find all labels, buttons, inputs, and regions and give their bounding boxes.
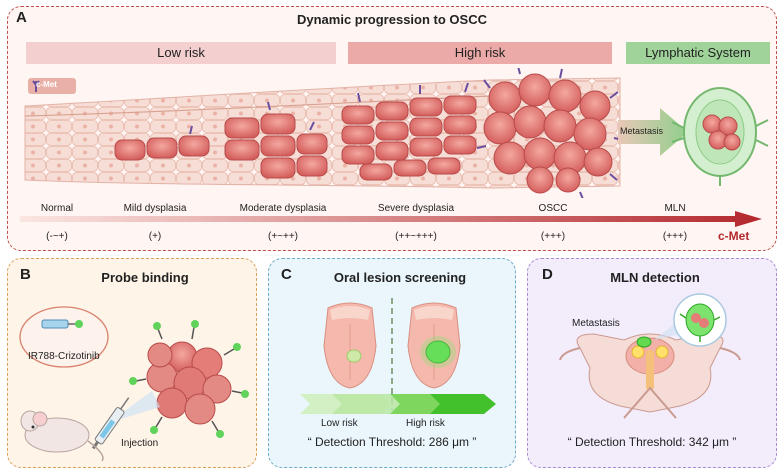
panel-d-title: MLN detection: [610, 270, 700, 285]
oral-screening-illustration: [300, 298, 496, 414]
cmet-arrow-label: c-Met: [718, 229, 750, 243]
cmet-level: (+~++): [267, 231, 299, 242]
high-risk-label: High risk: [406, 418, 445, 429]
cmet-level: (++~+++): [395, 231, 437, 242]
cmet-level: (+++): [662, 231, 688, 242]
stage-label: MLN: [664, 203, 686, 214]
panel-b-letter: B: [20, 266, 31, 283]
cmet-level: (+): [148, 231, 162, 242]
metastasis-label-a: Metastasis: [620, 126, 664, 136]
low-risk-label: Low risk: [321, 418, 358, 429]
panel-d-letter: D: [542, 266, 553, 283]
tumor-cluster-icon: [146, 341, 232, 425]
stage-label: Moderate dysplasia: [239, 203, 327, 214]
stage-label: OSCC: [538, 203, 568, 214]
mln-detection-illustration: [559, 293, 741, 419]
high-risk-band: High risk: [348, 42, 612, 64]
panel-c-letter: C: [281, 266, 292, 283]
cmet-expression-arrow: [20, 211, 762, 227]
lymph-node-zoom-icon: [673, 293, 727, 347]
metastasis-arrow: [618, 108, 688, 156]
stage-label: Mild dysplasia: [123, 203, 187, 214]
detection-threshold-c: “ Detection Threshold: 286 μm ”: [307, 435, 477, 449]
panel-a-letter: A: [16, 9, 27, 26]
cmet-receptor-icon: [32, 80, 40, 92]
risk-chevron-arrows: [300, 394, 496, 414]
cmet-legend-label: c-Met: [36, 80, 57, 89]
mouse-dissected-icon: [559, 333, 741, 419]
injection-label: Injection: [121, 438, 159, 449]
syringe-icon: [91, 397, 130, 450]
lymphatic-system-band: Lymphatic System: [626, 42, 770, 64]
probe-label: IR788-Crizotinib: [28, 351, 100, 362]
cmet-level: (-~+): [46, 231, 68, 242]
tongue-low-risk-icon: [323, 302, 377, 389]
tongue-high-risk-icon: [407, 302, 461, 389]
tissue-progression-illustration: [24, 68, 769, 198]
panel-a-title: Dynamic progression to OSCC: [297, 12, 487, 27]
mouse-icon: [20, 410, 104, 462]
stage-label: Severe dysplasia: [377, 203, 455, 214]
probe-molecule-icon: [41, 319, 83, 329]
detection-threshold-d: “ Detection Threshold: 342 μm ”: [567, 435, 737, 449]
lymph-node-illustration: [671, 87, 769, 186]
probe-binding-illustration: [19, 306, 249, 462]
panel-c-title: Oral lesion screening: [333, 270, 467, 285]
stage-label: Normal: [40, 203, 74, 214]
metastasis-label-d: Metastasis: [572, 318, 620, 329]
cmet-level: (+++): [540, 231, 566, 242]
low-risk-band: Low risk: [26, 42, 336, 64]
panel-b-title: Probe binding: [101, 270, 189, 285]
